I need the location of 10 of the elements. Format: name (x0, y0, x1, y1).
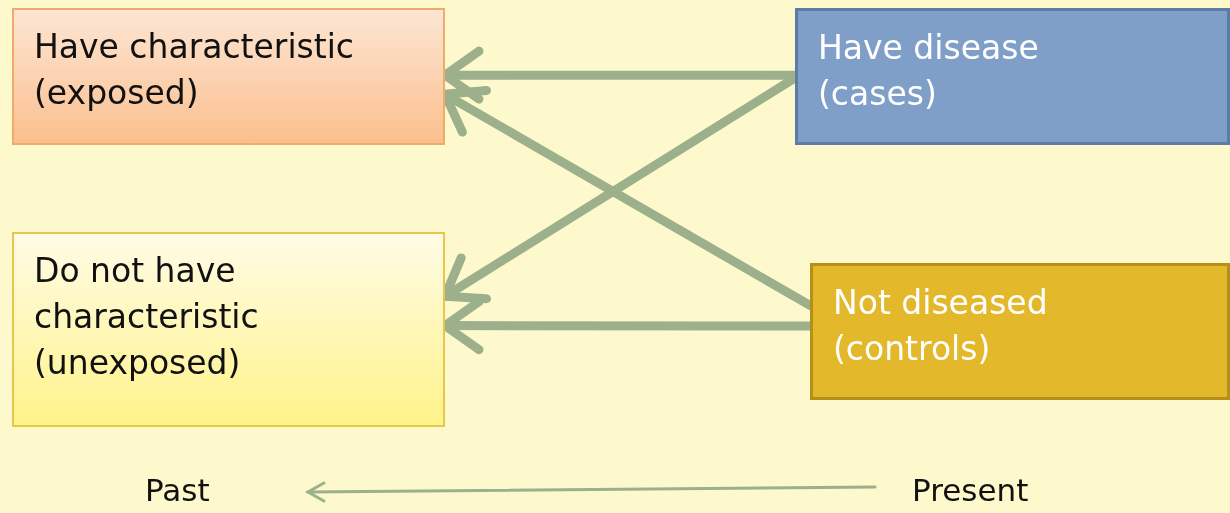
process-box (810, 263, 1230, 400)
time-label: Present (912, 471, 1029, 510)
box-text: Not diseased (controls) (833, 282, 1049, 371)
box-text: Do not have characteristic (unexposed) (34, 250, 260, 385)
box-text: Have disease (cases) (818, 27, 1040, 116)
time-label: Past (145, 471, 210, 510)
process-box (12, 8, 445, 145)
process-box (12, 232, 445, 427)
box-text: Have characteristic (exposed) (34, 26, 355, 115)
process-box (795, 8, 1230, 145)
